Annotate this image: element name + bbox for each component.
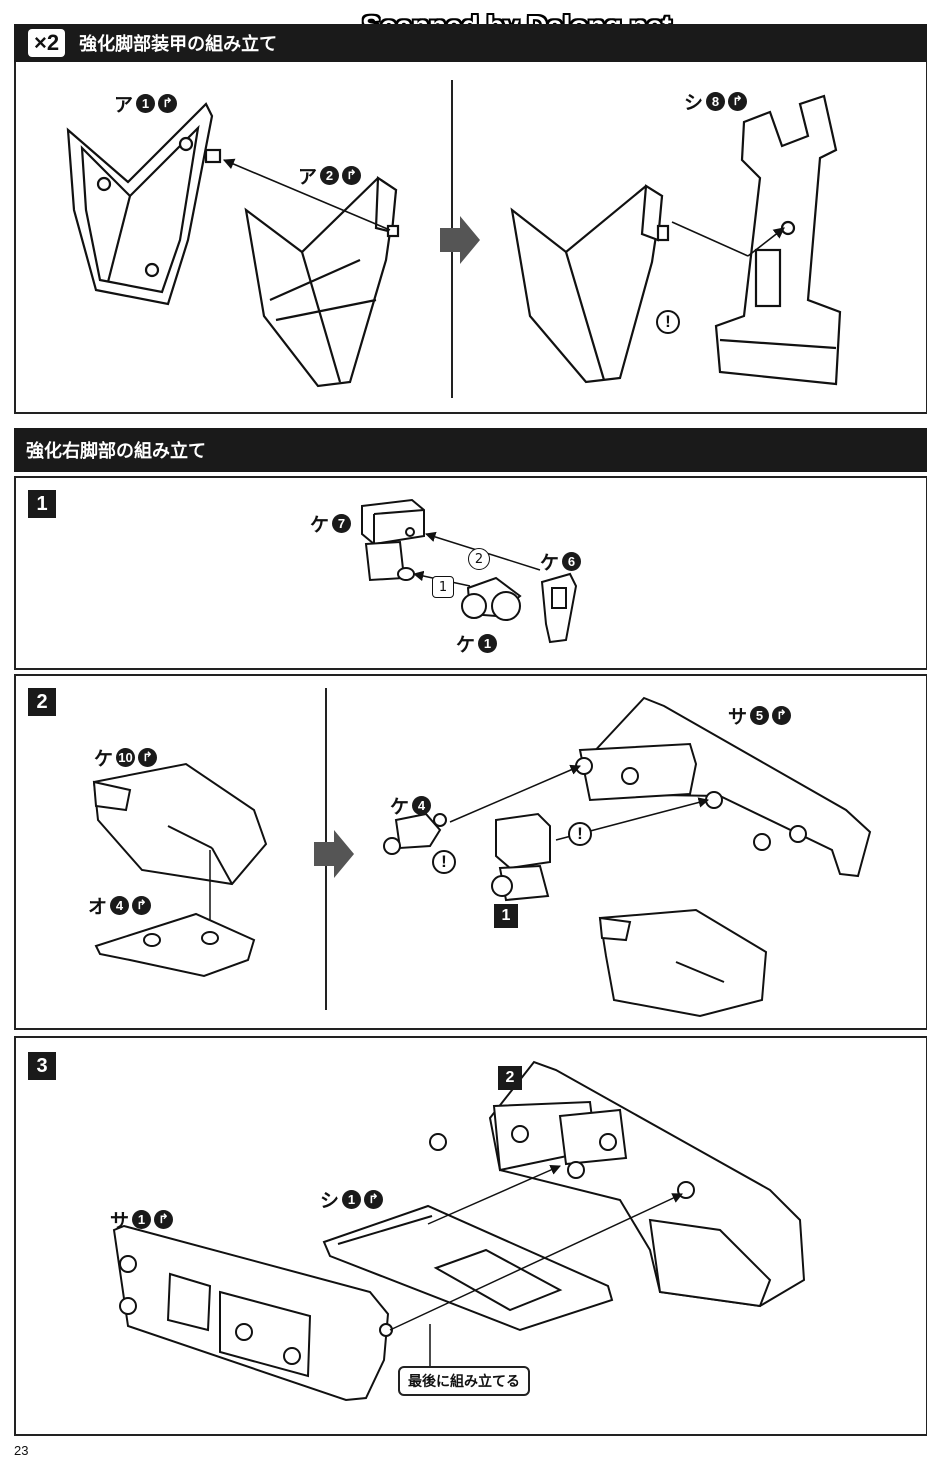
step2-panel bbox=[14, 674, 927, 1030]
part-ke1-shape bbox=[461, 576, 522, 621]
step2-arrow-b bbox=[449, 764, 581, 823]
step3-arrow-b bbox=[389, 1193, 683, 1331]
page-number: 23 bbox=[14, 1443, 29, 1458]
section-title-armor: 強化脚部装甲の組み立て bbox=[79, 34, 278, 55]
part-ke6-shape bbox=[540, 572, 578, 644]
order-marker-2: 2 bbox=[468, 548, 490, 570]
step-arrow-top bbox=[440, 216, 480, 264]
warning-icon: ! bbox=[568, 822, 592, 846]
armor-illustration bbox=[66, 80, 842, 398]
part-a2-shape bbox=[244, 175, 400, 388]
warning-icon: ! bbox=[656, 310, 680, 334]
part-sa1-shape bbox=[112, 1224, 393, 1402]
step2-ref-badge: 1 bbox=[494, 904, 518, 928]
section-header-right-leg: 強化右脚部の組み立て bbox=[14, 428, 927, 472]
step1-badge: 1 bbox=[28, 490, 56, 518]
step3-badge: 3 bbox=[28, 1052, 56, 1080]
subassembly-1-shape bbox=[491, 812, 551, 902]
warning-icon: ! bbox=[432, 850, 456, 874]
step1-panel bbox=[14, 476, 927, 670]
part-lower-armor-shape bbox=[598, 908, 768, 1018]
step3-ref-badge: 2 bbox=[498, 1066, 522, 1090]
multiplier-badge: ×2 bbox=[28, 29, 66, 57]
assembly-arrow-a bbox=[222, 158, 391, 231]
gate-icon: ↱ bbox=[154, 1210, 174, 1229]
assembled-shield-shape bbox=[510, 184, 670, 384]
gate-icon: ↱ bbox=[364, 1190, 384, 1209]
final-assembly-note: 最後に組み立てる bbox=[398, 1366, 530, 1396]
gate-icon: ↱ bbox=[158, 94, 178, 113]
step1-illustration bbox=[361, 498, 578, 644]
gate-icon: ↱ bbox=[138, 748, 158, 767]
assembly-arrow-c bbox=[747, 227, 785, 257]
gate-icon: ↱ bbox=[132, 896, 152, 915]
part-shi8-shape bbox=[714, 94, 842, 386]
step2-illustration bbox=[92, 688, 872, 1018]
assembly-arrow-b bbox=[671, 221, 749, 257]
gate-icon: ↱ bbox=[772, 706, 792, 725]
assembled-frame-shape bbox=[429, 1060, 806, 1308]
step2-badge: 2 bbox=[28, 688, 56, 716]
section-header-armor: ×2 強化脚部装甲の組み立て bbox=[14, 24, 927, 62]
part-o4-shape bbox=[94, 912, 256, 978]
part-sa5-shape bbox=[575, 696, 872, 878]
order-marker-1: 1 bbox=[432, 576, 454, 598]
gate-icon: ↱ bbox=[342, 166, 362, 185]
step-arrow-middle bbox=[314, 830, 354, 878]
step3-illustration bbox=[112, 1060, 806, 1402]
gate-icon: ↱ bbox=[728, 92, 748, 111]
step3-arrow-a bbox=[427, 1164, 561, 1225]
part-ke7-shape bbox=[361, 498, 425, 582]
section-title-right-leg: 強化右脚部の組み立て bbox=[26, 441, 206, 462]
part-ke4-shape bbox=[383, 812, 447, 855]
part-ke10-shape bbox=[92, 762, 268, 886]
part-a1-shape bbox=[66, 102, 222, 306]
